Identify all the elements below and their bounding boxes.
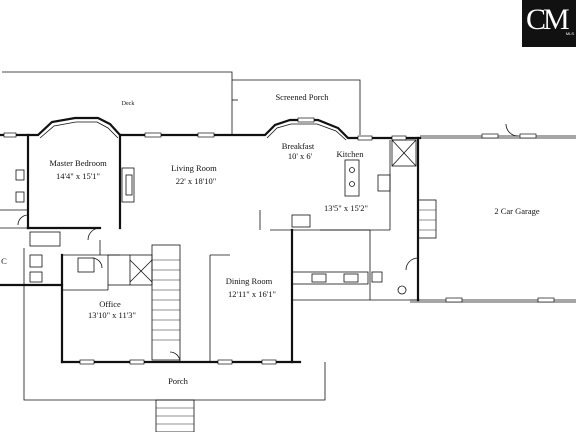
screened-porch-label: Screened Porch xyxy=(275,92,329,102)
main-staircase xyxy=(151,244,181,361)
dining-kitchen-walls xyxy=(209,139,420,364)
kitchen-label: Kitchen xyxy=(337,149,365,159)
dining-room-dims: 12'11" x 16'1" xyxy=(228,289,276,299)
master-bedroom-label: Master Bedroom xyxy=(49,158,107,168)
garage-steps xyxy=(417,199,437,239)
deck-label: Deck xyxy=(122,101,135,107)
porch-label: Porch xyxy=(168,376,189,386)
kitchen-dims: 13'5" x 15'2" xyxy=(324,203,368,213)
front-steps xyxy=(155,399,195,432)
brokerage-logo: CM MLS xyxy=(522,0,576,47)
breakfast-label: Breakfast xyxy=(282,141,315,151)
deck-outline xyxy=(2,71,361,135)
garage-walls xyxy=(371,136,576,303)
living-room-label: Living Room xyxy=(171,163,217,173)
garage-label: 2 Car Garage xyxy=(494,206,540,216)
office-dims: 13'10" x 11'3" xyxy=(88,310,136,320)
office-walls xyxy=(60,285,302,365)
logo-subtext: MLS xyxy=(565,31,574,36)
dining-room-label: Dining Room xyxy=(226,276,273,286)
rear-wall xyxy=(0,116,576,141)
logo-text: CM xyxy=(526,3,570,36)
master-suite-walls xyxy=(0,133,135,247)
left-edge-label: C xyxy=(1,256,7,266)
front-porch xyxy=(23,285,326,432)
master-bedroom-dims: 14'4" x 15'1" xyxy=(56,171,100,181)
hall-and-stairs xyxy=(0,240,181,364)
office-label: Office xyxy=(99,299,121,309)
living-room-dims: 22' x 18'10" xyxy=(176,176,217,186)
breakfast-dims: 10' x 6' xyxy=(288,151,313,161)
